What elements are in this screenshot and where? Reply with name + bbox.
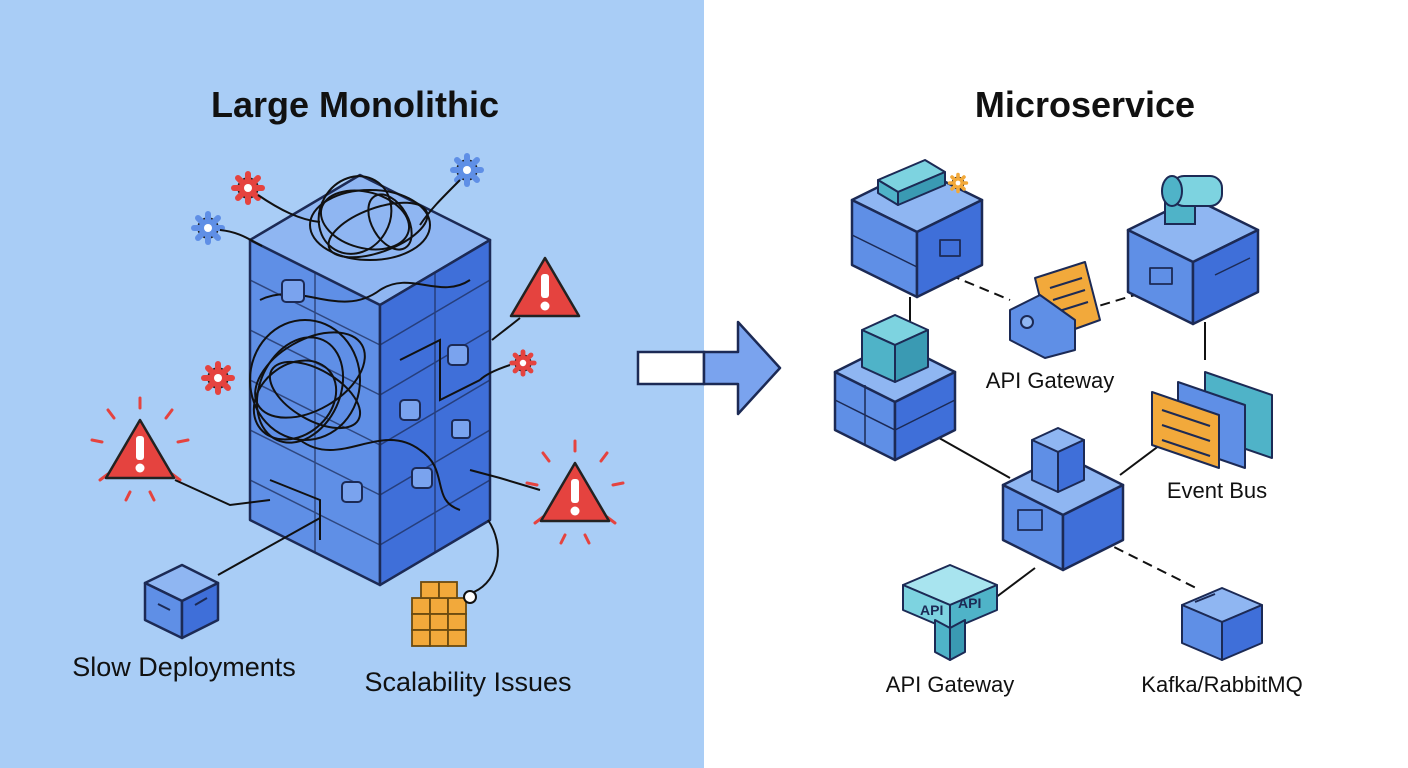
monolith-bricks bbox=[249, 272, 491, 552]
kafka-rabbitmq-label: Kafka/RabbitMQ bbox=[1141, 672, 1303, 697]
service-connections bbox=[909, 274, 1206, 599]
message-queue-icon bbox=[1181, 587, 1263, 661]
scalability-issues-label: Scalability Issues bbox=[364, 667, 572, 697]
red-gear-icon bbox=[234, 174, 262, 202]
microservice-title: Microservice bbox=[974, 84, 1196, 125]
blue-gear-icon bbox=[453, 156, 481, 184]
red-gear-icon bbox=[512, 352, 534, 374]
circuit-pads bbox=[281, 279, 471, 503]
warning-icon bbox=[525, 439, 625, 545]
monolith-cube bbox=[248, 173, 492, 587]
microservice-panel bbox=[704, 0, 1408, 768]
slow-deployments-label: Slow Deployments bbox=[72, 652, 296, 682]
api-gateway-icon bbox=[1009, 261, 1101, 359]
event-bus-label: Event Bus bbox=[1166, 478, 1268, 503]
service-cube bbox=[1126, 196, 1260, 326]
connector bbox=[473, 519, 499, 593]
container-icon bbox=[877, 159, 946, 206]
slow-deployments-icon bbox=[143, 563, 220, 640]
storage-icon bbox=[1161, 175, 1223, 225]
blue-gear-icon bbox=[194, 214, 222, 242]
api-gateway-bottom-label: API Gateway bbox=[885, 672, 1015, 697]
scalability-issues-icon bbox=[411, 581, 477, 647]
event-bus-icon bbox=[1151, 371, 1273, 469]
red-gear-icon bbox=[204, 364, 232, 392]
api-badge-left: API bbox=[920, 602, 943, 618]
api-badge-right: API bbox=[958, 595, 981, 611]
puzzle-cube-icon bbox=[861, 314, 929, 383]
api-gateway-icon bbox=[902, 564, 998, 661]
warning-icon bbox=[509, 256, 581, 318]
transition-arrow-icon bbox=[636, 320, 782, 416]
monolith-title: Large Monolithic bbox=[211, 84, 499, 125]
api-gateway-top-label: API Gateway bbox=[985, 368, 1115, 393]
warning-icon bbox=[90, 396, 190, 502]
puzzle-cube-icon bbox=[1031, 427, 1085, 493]
connector bbox=[217, 517, 321, 576]
orange-gear-icon bbox=[947, 172, 969, 194]
tangled-wires bbox=[249, 175, 481, 540]
